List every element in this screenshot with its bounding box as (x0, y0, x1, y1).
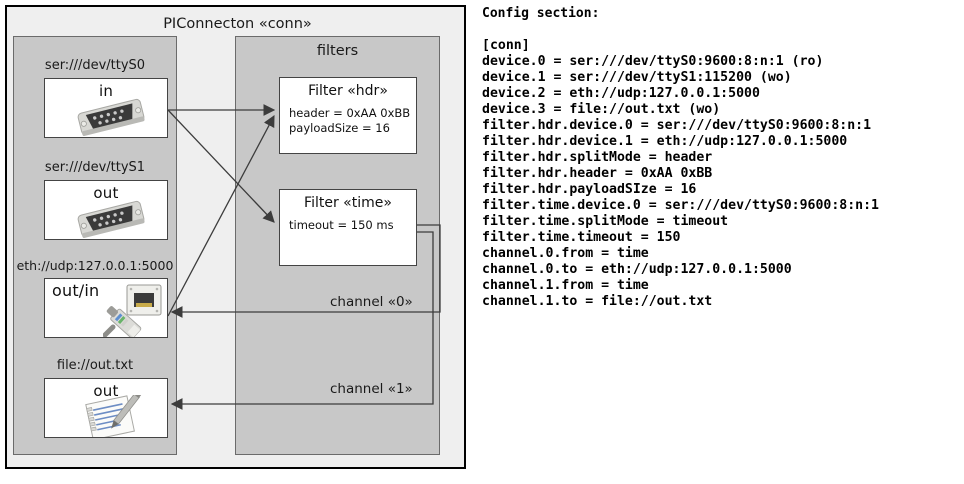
device-direction-ttys0: in (98, 82, 114, 100)
config-heading: Config section: (482, 6, 600, 21)
filter-prop: payloadSize = 16 (289, 121, 390, 135)
channel-label-0: channel «0» (330, 294, 413, 310)
filter-title-hdr: Filter «hdr» (308, 83, 388, 99)
filter-box-hdr[interactable]: Filter «hdr» header = 0xAA 0xBB payloadS… (279, 77, 417, 154)
device-box-file[interactable]: out (44, 378, 168, 438)
device-label-ttys1: ser:///dev/ttyS1 (44, 160, 146, 175)
device-direction-eth: out/in (52, 281, 100, 300)
filter-title-time: Filter «time» (304, 195, 392, 211)
filter-props-hdr: header = 0xAA 0xBB payloadSize = 16 (289, 106, 410, 136)
filter-prop: header = 0xAA 0xBB (289, 106, 411, 120)
serial-port-icon (77, 98, 145, 136)
device-direction-file: out (93, 382, 119, 400)
device-direction-ttys1: out (93, 184, 119, 202)
text-file-icon (85, 395, 142, 437)
config-text: [conn] device.0 = ser:///dev/ttyS0:9600:… (482, 38, 879, 309)
serial-port-icon (77, 200, 145, 238)
filter-props-time: timeout = 150 ms (289, 218, 394, 233)
config-section: Config section: [conn] device.0 = ser://… (482, 6, 960, 310)
device-box-ttys0[interactable]: in (44, 78, 168, 138)
channel-label-1: channel «1» (330, 381, 413, 397)
filter-box-time[interactable]: Filter «time» timeout = 150 ms (279, 189, 417, 266)
component-title: PIConnecton «conn» (163, 16, 312, 32)
filters-panel-title: filters (316, 43, 359, 59)
ethernet-jack-icon (103, 284, 162, 337)
device-box-eth[interactable]: out/in (44, 278, 168, 338)
device-label-eth: eth://udp:127.0.0.1:5000 (16, 258, 174, 273)
device-label-ttys0: ser:///dev/ttyS0 (44, 58, 146, 73)
filter-prop: timeout = 150 ms (289, 218, 394, 232)
device-box-ttys1[interactable]: out (44, 180, 168, 240)
device-label-file: file://out.txt (56, 358, 134, 373)
